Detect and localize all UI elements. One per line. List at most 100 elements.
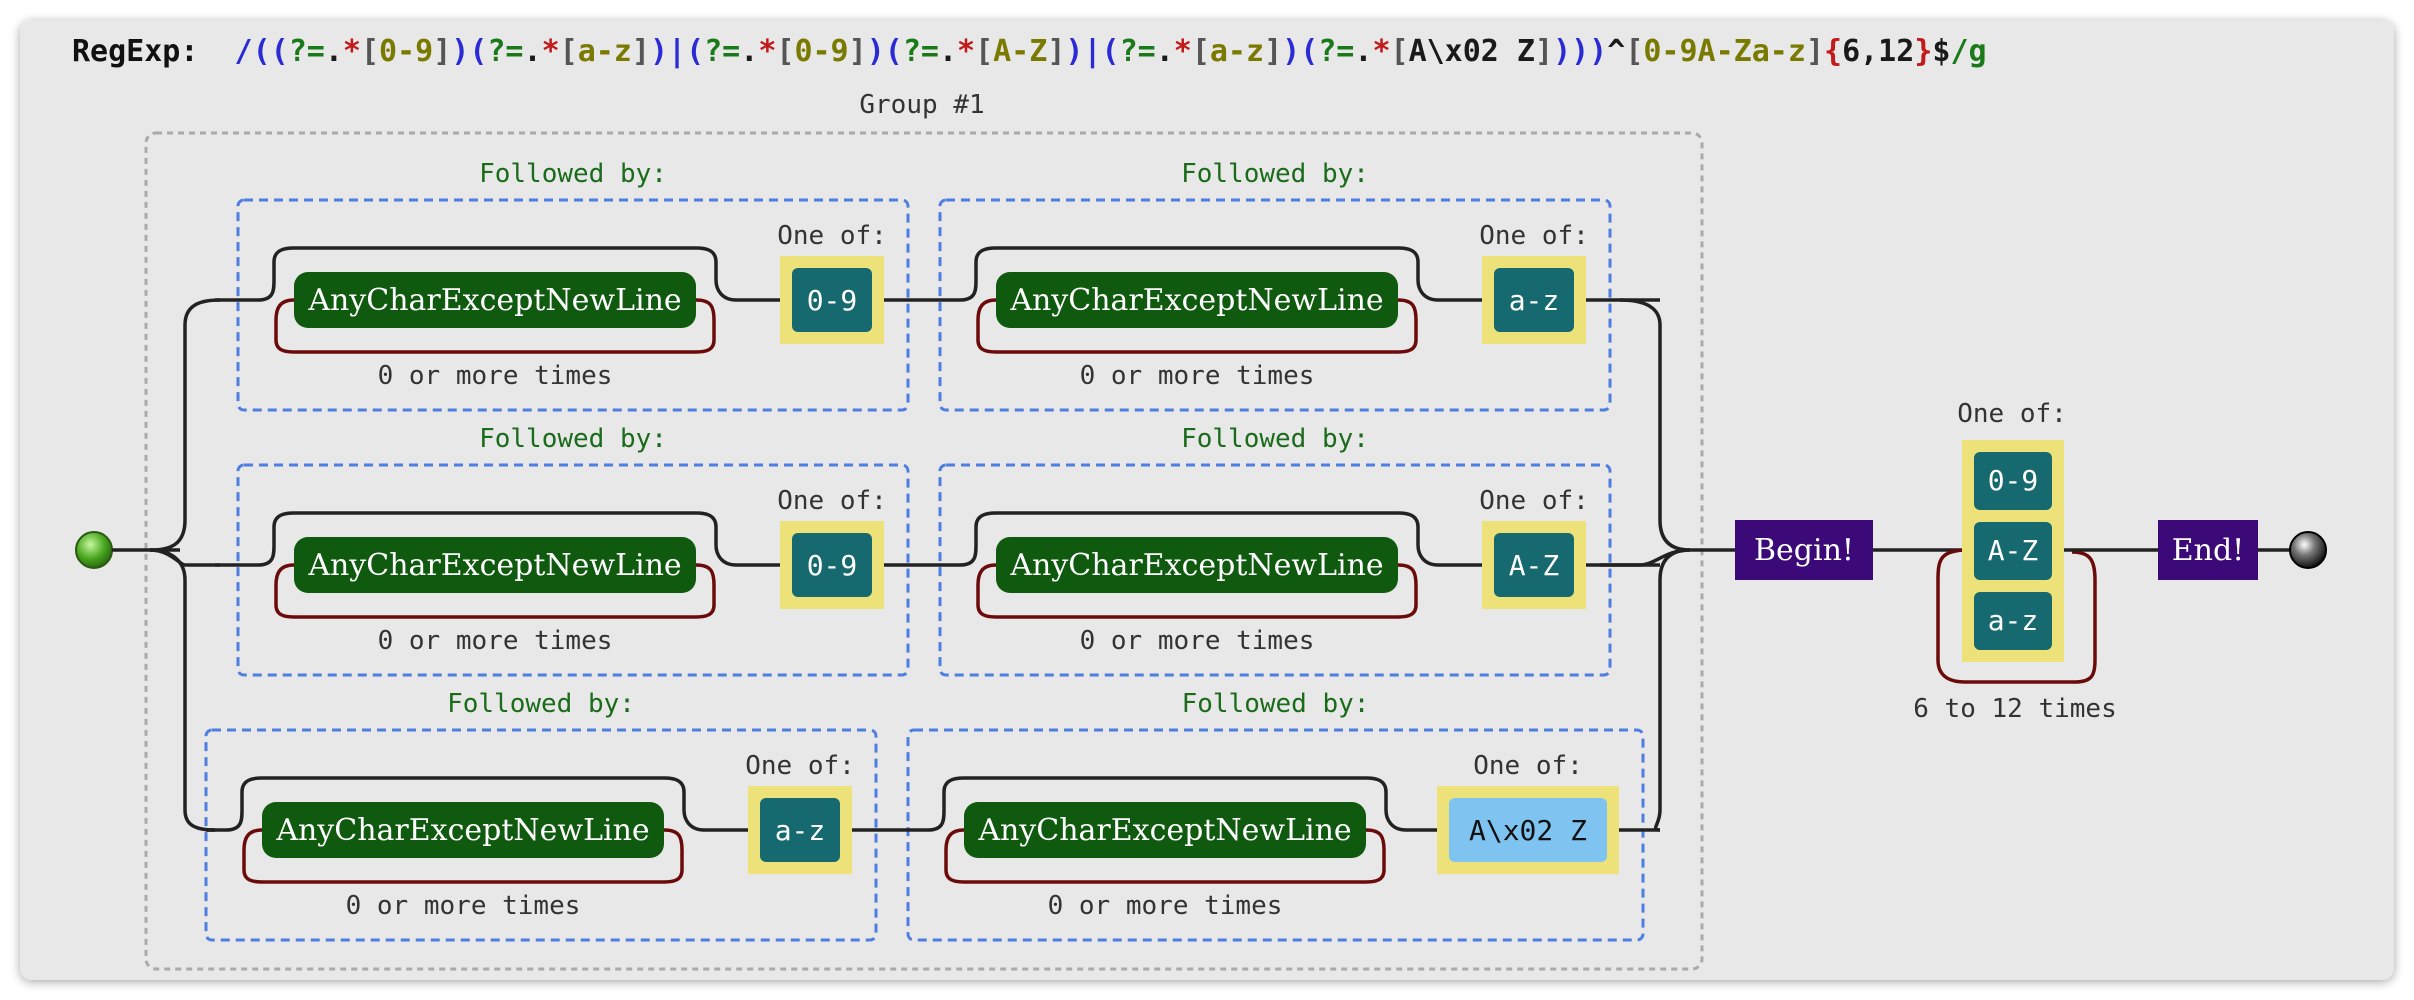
regexp-token: }: [1914, 34, 1932, 69]
char-class-box: [1494, 533, 1574, 597]
regexp-token: A\x02 Z: [1409, 34, 1535, 69]
any-char-label: AnyCharExceptNewLine: [1009, 548, 1383, 583]
skip-path: [206, 776, 705, 832]
repeat-label: 0 or more times: [1080, 626, 1315, 656]
skip-path: [238, 511, 737, 567]
repeat-label: 0 or more times: [378, 361, 613, 391]
one-of-label: One of:: [777, 221, 887, 251]
one-of-label: One of:: [1479, 486, 1589, 516]
regexp-token: (: [469, 34, 487, 69]
regexp-token: ): [867, 34, 885, 69]
char-class-label: a-z: [1509, 284, 1560, 317]
followed-by-label: Followed by:: [1181, 159, 1369, 189]
skip-path: [940, 511, 1439, 567]
end-label: End!: [2172, 533, 2244, 568]
regexp-token: [: [776, 34, 794, 69]
any-char-label: AnyCharExceptNewLine: [1009, 283, 1383, 318]
final-set: 0-9A-Za-z: [1974, 452, 2052, 650]
one-of-label: One of:: [1479, 221, 1589, 251]
final-class-box: [1974, 452, 2052, 510]
regexp-token: /g: [1950, 34, 1986, 69]
any-char-label: AnyCharExceptNewLine: [275, 813, 649, 848]
char-class-label: 0-9: [807, 284, 858, 317]
regexp-source: /((?=.*[0-9])(?=.*[a-z])|(?=.*[0-9])(?=.…: [235, 34, 1987, 69]
any-char-node: [996, 272, 1398, 328]
followed-by-label: Followed by:: [1182, 689, 1370, 719]
regexp-token: ^: [1607, 34, 1625, 69]
regexp-token: 0-9A-Za-z: [1643, 34, 1806, 69]
regexp-token: /: [235, 34, 253, 69]
regexp-token: [: [1192, 34, 1210, 69]
any-char-node: [996, 537, 1398, 593]
regexp-token: |: [668, 34, 686, 69]
regexp-token: ]: [1264, 34, 1282, 69]
regexp-token: ?=: [1120, 34, 1156, 69]
final-repeat-loop: [1936, 548, 2097, 684]
regexp-token: *: [957, 34, 975, 69]
regexp-token: |: [1083, 34, 1101, 69]
char-class-label: 0-9: [807, 549, 858, 582]
lookahead-box: [236, 198, 910, 412]
char-class-box: [760, 798, 840, 862]
regexp-token: *: [758, 34, 776, 69]
regexp-token: $: [1932, 34, 1950, 69]
repeat-loop: [944, 828, 1386, 884]
regexp-token: ?=: [903, 34, 939, 69]
char-class-label: A\x02 Z: [1469, 814, 1587, 847]
regexp-token: (: [1102, 34, 1120, 69]
regexp-token: {: [1824, 34, 1842, 69]
lookahead-block: Followed by: AnyCharExceptNewLine 0 or mor…: [906, 689, 1645, 942]
regexp-token: (: [686, 34, 704, 69]
repeat-label: 0 or more times: [1080, 361, 1315, 391]
repeat-label: 0 or more times: [1048, 891, 1283, 921]
final-class-label: 0-9: [1988, 464, 2039, 497]
regexp-token: (: [1300, 34, 1318, 69]
final-class-box: [1974, 592, 2052, 650]
final-one-of-label: One of:: [1957, 399, 2067, 429]
split-bottom: [149, 548, 216, 832]
regexp-token: [: [361, 34, 379, 69]
one-of-label: One of:: [745, 751, 855, 781]
end-anchor: [2158, 520, 2258, 580]
final-repeat-label: 6 to 12 times: [1913, 694, 2117, 724]
regexp-token: .: [1354, 34, 1372, 69]
regexp-token: 0-9: [379, 34, 433, 69]
regexp-token: ): [650, 34, 668, 69]
regexp-token: .: [524, 34, 542, 69]
lookahead-box: [906, 728, 1645, 942]
regexp-token: .: [740, 34, 758, 69]
char-class-box: [792, 268, 872, 332]
lookahead-block: Followed by: AnyCharExceptNewLine 0 or mor…: [204, 689, 878, 942]
followed-by-label: Followed by:: [447, 689, 635, 719]
regexp-token: ): [1065, 34, 1083, 69]
regexp-token: ?=: [487, 34, 523, 69]
repeat-loop: [242, 828, 684, 884]
final-class-label: a-z: [1988, 604, 2039, 637]
any-char-label: AnyCharExceptNewLine: [977, 813, 1351, 848]
regexp-token: a-z: [1210, 34, 1264, 69]
repeat-label: 0 or more times: [346, 891, 581, 921]
merge-bottom: [1653, 548, 1691, 832]
one-of-label: One of:: [1473, 751, 1583, 781]
end-node: [2289, 531, 2327, 569]
skip-path: [908, 776, 1407, 832]
regexp-token: ?=: [1318, 34, 1354, 69]
start-node: [75, 531, 113, 569]
regexp-token: ?=: [289, 34, 325, 69]
repeat-loop: [274, 298, 716, 354]
regexp-token: ): [451, 34, 469, 69]
repeat-loop: [274, 563, 716, 619]
any-char-label: AnyCharExceptNewLine: [307, 548, 681, 583]
regexp-token: ): [1282, 34, 1300, 69]
regexp-header: RegExp: /((?=.*[0-9])(?=.*[a-z])|(?=.*[0…: [72, 34, 1987, 69]
regexp-label: RegExp:: [72, 34, 198, 69]
regexp-token: 6,12: [1842, 34, 1914, 69]
regexp-token: A-Z: [993, 34, 1047, 69]
lookahead-box: [236, 463, 910, 677]
any-char-node: [262, 802, 664, 858]
diagram-panel: [20, 20, 2394, 980]
skip-path: [238, 246, 737, 302]
regexp-token: ]: [632, 34, 650, 69]
